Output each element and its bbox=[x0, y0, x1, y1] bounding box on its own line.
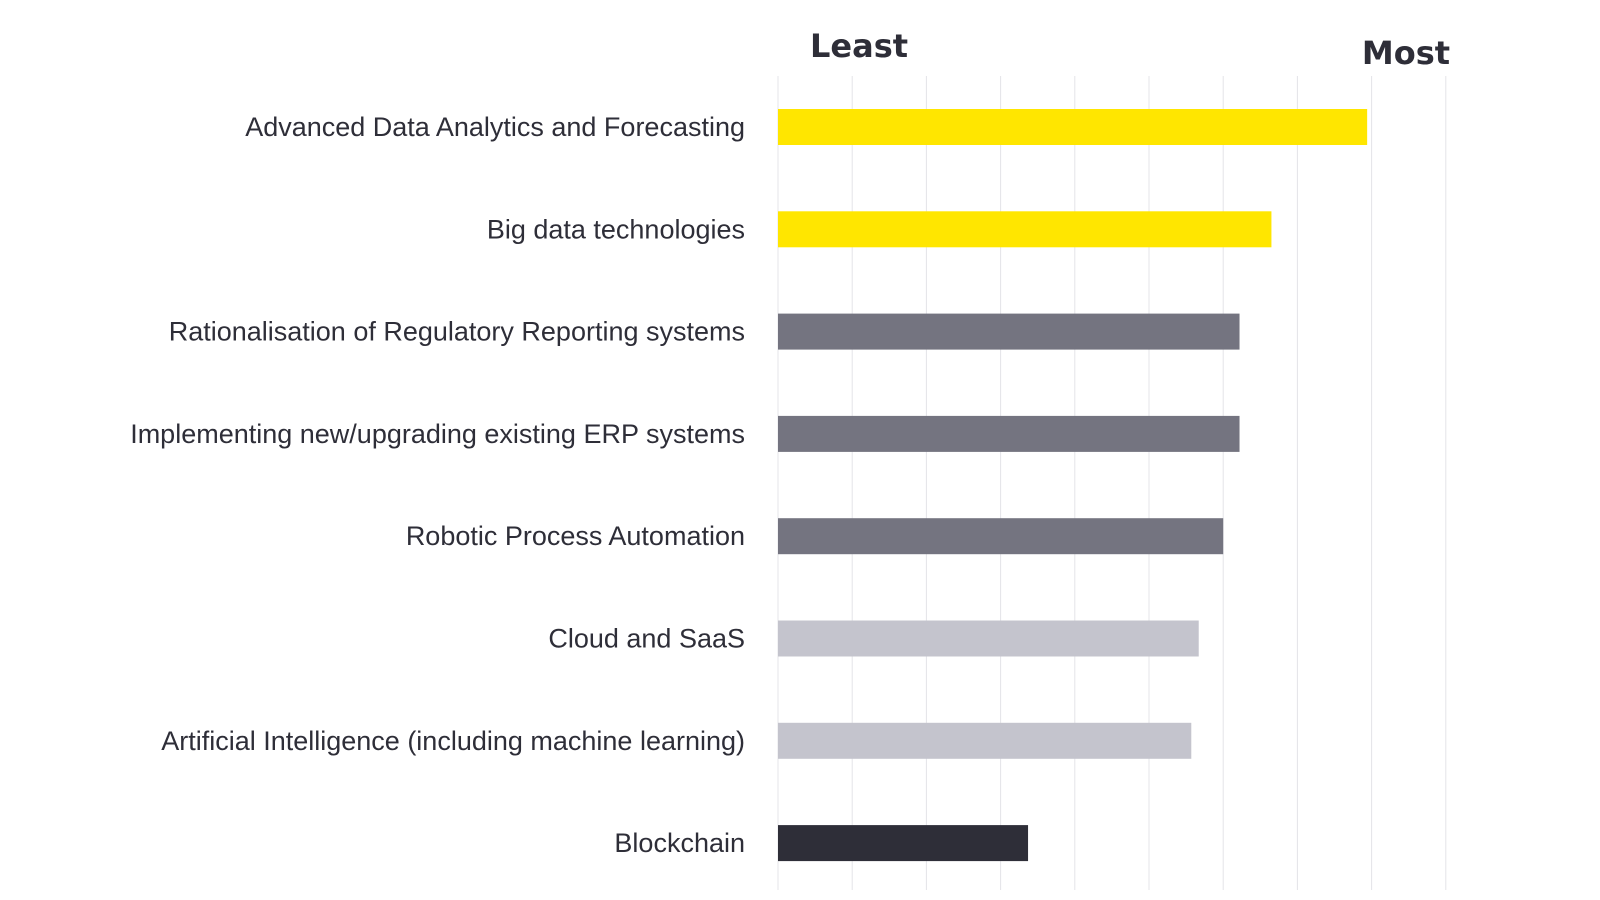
gridlines bbox=[777, 76, 1447, 890]
bar bbox=[778, 415, 1240, 452]
category-label: Artificial Intelligence (including machi… bbox=[161, 726, 745, 756]
bar bbox=[778, 313, 1240, 350]
scale-label-least: Least bbox=[810, 27, 908, 65]
category-label: Big data technologies bbox=[487, 214, 745, 244]
bar bbox=[778, 211, 1272, 248]
bar bbox=[778, 825, 1029, 862]
scale-label-most: Most bbox=[1362, 34, 1450, 72]
category-label: Robotic Process Automation bbox=[406, 521, 745, 551]
bars bbox=[778, 109, 1368, 862]
bar bbox=[778, 109, 1368, 145]
bar bbox=[778, 722, 1192, 759]
category-labels: Advanced Data Analytics and ForecastingB… bbox=[130, 112, 745, 858]
category-label: Rationalisation of Regulatory Reporting … bbox=[169, 317, 745, 347]
bar bbox=[778, 518, 1224, 555]
category-label: Blockchain bbox=[614, 828, 745, 858]
bar bbox=[778, 620, 1199, 657]
category-label: Cloud and SaaS bbox=[548, 624, 745, 654]
category-label: Advanced Data Analytics and Forecasting bbox=[245, 112, 745, 142]
category-label: Implementing new/upgrading existing ERP … bbox=[130, 419, 745, 449]
